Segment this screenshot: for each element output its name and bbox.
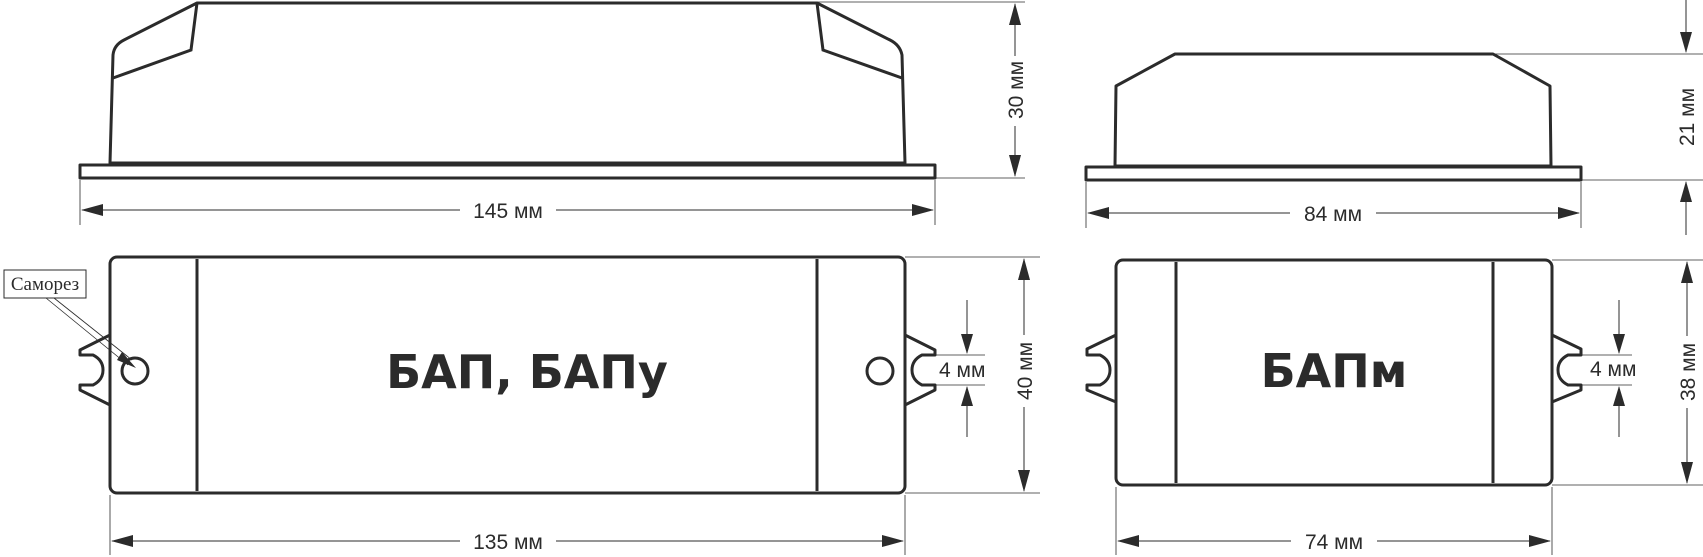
right-height-dimension: 21 мм [1493,0,1703,235]
right-slot-dimension: 4 мм [1568,300,1636,437]
left-mount-tab-right [903,333,937,407]
left-side-base-plate [78,163,937,180]
screw-callout: Саморез [3,269,136,368]
left-side-housing [108,1,907,165]
right-mount-tab-left [1085,333,1118,404]
right-slot-label: 4 мм [1590,358,1636,381]
right-height-label: 21 мм [1676,88,1699,146]
right-width-label: 38 мм [1677,343,1700,401]
right-side-base-plate [1084,165,1583,182]
left-height-label: 30 мм [1005,61,1028,119]
left-side-clip-right [815,2,903,80]
left-model-label: БАП, БАПу [386,345,668,399]
right-total-length-dimension: 84 мм [1085,182,1582,228]
right-width-dimension: 38 мм [1552,259,1703,486]
right-model-label: БАПм [1261,344,1408,398]
right-side-housing [1113,52,1553,168]
left-side-view [78,1,937,180]
left-side-clip-left [112,2,199,80]
left-height-dimension: 30 мм [817,1,1028,179]
screw-callout-label: Саморез [11,274,79,295]
left-body-length-dimension: 135 мм [109,495,906,555]
left-slot-label: 4 мм [939,359,985,382]
left-screw-hole-right [865,356,895,386]
right-total-length-label: 84 мм [1304,203,1362,226]
right-body-length-dimension: 74 мм [1115,487,1553,555]
right-top-housing [1114,258,1554,487]
left-total-length-dimension: 145 мм [79,180,936,225]
right-side-view [1084,52,1583,182]
left-width-dimension: 40 мм [905,256,1040,494]
left-total-length-label: 145 мм [473,200,543,223]
right-body-length-label: 74 мм [1305,531,1363,554]
right-top-view: БАПм [1085,258,1583,487]
left-width-label: 40 мм [1014,342,1037,400]
left-mount-tab-left [78,333,112,407]
left-body-length-label: 135 мм [473,531,543,554]
left-top-view: БАП, БАПу [78,255,937,495]
left-top-housing [108,255,907,495]
right-mount-tab-right [1550,333,1583,404]
left-slot-dimension: 4 мм [922,300,985,437]
